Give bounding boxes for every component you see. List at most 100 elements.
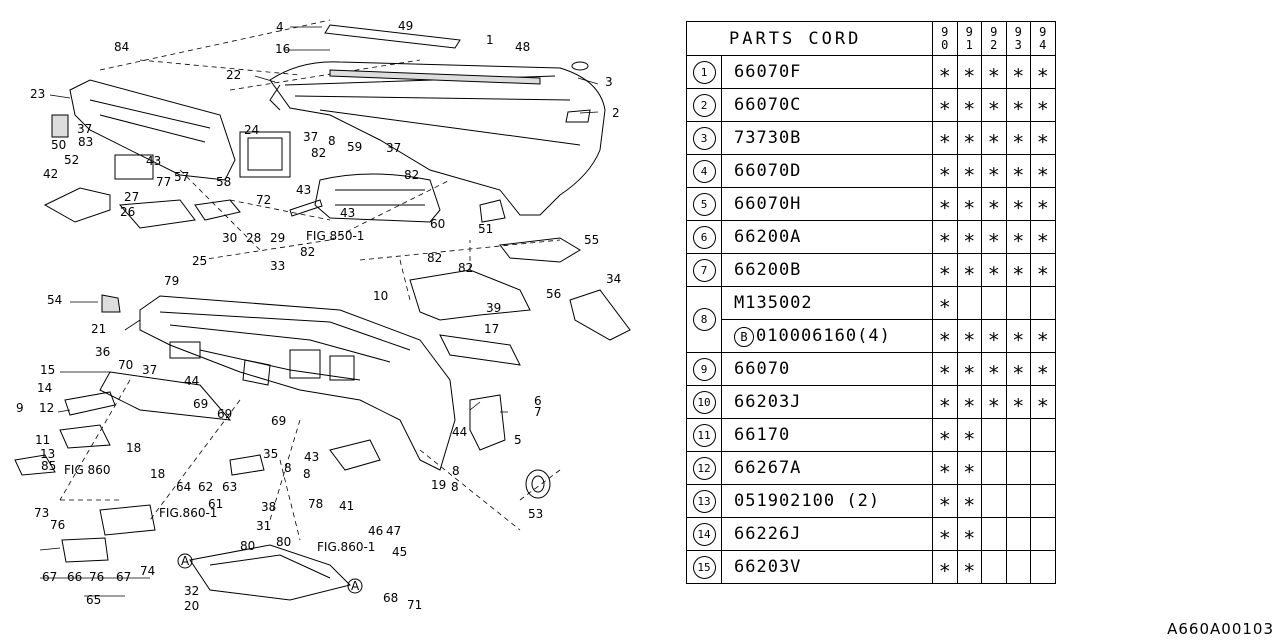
callout-label: 85 bbox=[41, 459, 56, 473]
callout-label: 11 bbox=[35, 433, 50, 447]
year-applicable-mark: ∗ bbox=[932, 286, 958, 320]
callout-label: 44 bbox=[184, 374, 199, 388]
part-index-cell: 15 bbox=[686, 550, 722, 584]
part-index-cell: 10 bbox=[686, 385, 722, 419]
part-code: 73730B bbox=[734, 128, 802, 148]
callout-label: 20 bbox=[184, 599, 199, 613]
callout-label: 39 bbox=[486, 301, 501, 315]
callout-label: 8 bbox=[452, 464, 460, 478]
part-index-cell: 9 bbox=[686, 352, 722, 386]
year-empty-cell bbox=[956, 286, 982, 320]
cluster-hood-part bbox=[314, 173, 441, 223]
part-index-cell: 2 bbox=[686, 88, 722, 122]
year-applicable-mark: ∗ bbox=[932, 385, 958, 419]
callout-label: 37 bbox=[77, 122, 92, 136]
callout-label: 13 bbox=[40, 447, 55, 461]
callout-label: 35 bbox=[263, 447, 278, 461]
part-code: 66170 bbox=[734, 425, 791, 445]
callout-label: 22 bbox=[226, 68, 241, 82]
callout-label: 1 bbox=[486, 33, 494, 47]
callout-label: 71 bbox=[407, 598, 422, 612]
year-applicable-mark: ∗ bbox=[932, 55, 958, 89]
year-applicable-mark: ∗ bbox=[956, 550, 982, 584]
year-empty-cell bbox=[981, 451, 1007, 485]
callout-label: 79 bbox=[164, 274, 179, 288]
part-code: 051902100 (2) bbox=[734, 491, 881, 511]
year-applicable-mark: ∗ bbox=[956, 484, 982, 518]
part-index-cell: 14 bbox=[686, 517, 722, 551]
callout-label: 69 bbox=[271, 414, 286, 428]
year-applicable-mark: ∗ bbox=[1030, 187, 1056, 221]
part-index-number: 3 bbox=[692, 126, 716, 150]
callout-label: 64 bbox=[176, 480, 191, 494]
year-empty-cell bbox=[1005, 286, 1031, 320]
part-index-cell: 4 bbox=[686, 154, 722, 188]
callout-label: 49 bbox=[398, 19, 413, 33]
part-code: 66267A bbox=[734, 458, 802, 478]
part-code-cell: 66070D bbox=[721, 154, 933, 188]
callout-label: FIG 850-1 bbox=[306, 229, 364, 243]
callout-label: 69 bbox=[217, 407, 232, 421]
year-applicable-mark: ∗ bbox=[981, 220, 1007, 254]
callout-label: 27 bbox=[124, 190, 139, 204]
callout-label: 36 bbox=[95, 345, 110, 359]
part-code: 66070 bbox=[734, 359, 791, 379]
part-code-cell: 66203V bbox=[721, 550, 933, 584]
year-applicable-mark: ∗ bbox=[1030, 253, 1056, 287]
year-applicable-mark: ∗ bbox=[1005, 187, 1031, 221]
year-empty-cell bbox=[981, 517, 1007, 551]
year-applicable-mark: ∗ bbox=[932, 319, 958, 353]
callout-label: 82 bbox=[427, 251, 442, 265]
year-applicable-mark: ∗ bbox=[981, 154, 1007, 188]
part-code: M135002 bbox=[734, 293, 813, 313]
reference-circle bbox=[347, 578, 363, 594]
part-code-cell: 051902100 (2) bbox=[721, 484, 933, 518]
year-empty-cell bbox=[1030, 286, 1056, 320]
part-code-cell: 66170 bbox=[721, 418, 933, 452]
callout-label: 10 bbox=[373, 289, 388, 303]
callout-label: 6 bbox=[534, 394, 542, 408]
callout-label: 66 bbox=[67, 570, 82, 584]
callout-label: 18 bbox=[150, 467, 165, 481]
callout-label: 74 bbox=[140, 564, 155, 578]
year-applicable-mark: ∗ bbox=[1005, 88, 1031, 122]
callout-label: 53 bbox=[528, 507, 543, 521]
callout-label: 4 bbox=[276, 20, 284, 34]
year-applicable-mark: ∗ bbox=[932, 121, 958, 155]
table-title: PARTS CORD bbox=[686, 21, 933, 56]
callout-label: 52 bbox=[64, 153, 79, 167]
year-applicable-mark: ∗ bbox=[956, 187, 982, 221]
callout-label: 8 bbox=[451, 480, 459, 494]
callout-label: 25 bbox=[192, 254, 207, 268]
year-applicable-mark: ∗ bbox=[1030, 121, 1056, 155]
part-index-cell: 13 bbox=[686, 484, 722, 518]
year-empty-cell bbox=[981, 484, 1007, 518]
callout-label: 43 bbox=[340, 206, 355, 220]
callout-label: 56 bbox=[546, 287, 561, 301]
callout-label: 73 bbox=[34, 506, 49, 520]
callout-label: 28 bbox=[246, 231, 261, 245]
part-code-cell: 66070 bbox=[721, 352, 933, 386]
callout-label: 15 bbox=[40, 363, 55, 377]
callout-label: 76 bbox=[50, 518, 65, 532]
diagram-reference-code: A660A00103 bbox=[1167, 620, 1274, 638]
callout-label: 9 bbox=[16, 401, 24, 415]
year-applicable-mark: ∗ bbox=[981, 187, 1007, 221]
year-applicable-mark: ∗ bbox=[956, 385, 982, 419]
callout-label: 46 bbox=[368, 524, 383, 538]
year-empty-cell bbox=[1005, 451, 1031, 485]
part-index-number: 12 bbox=[692, 456, 716, 480]
year-applicable-mark: ∗ bbox=[956, 418, 982, 452]
callout-label: 51 bbox=[478, 222, 493, 236]
year-empty-cell bbox=[1030, 550, 1056, 584]
year-applicable-mark: ∗ bbox=[1005, 220, 1031, 254]
callout-label: 83 bbox=[78, 135, 93, 149]
callout-label: 78 bbox=[308, 497, 323, 511]
